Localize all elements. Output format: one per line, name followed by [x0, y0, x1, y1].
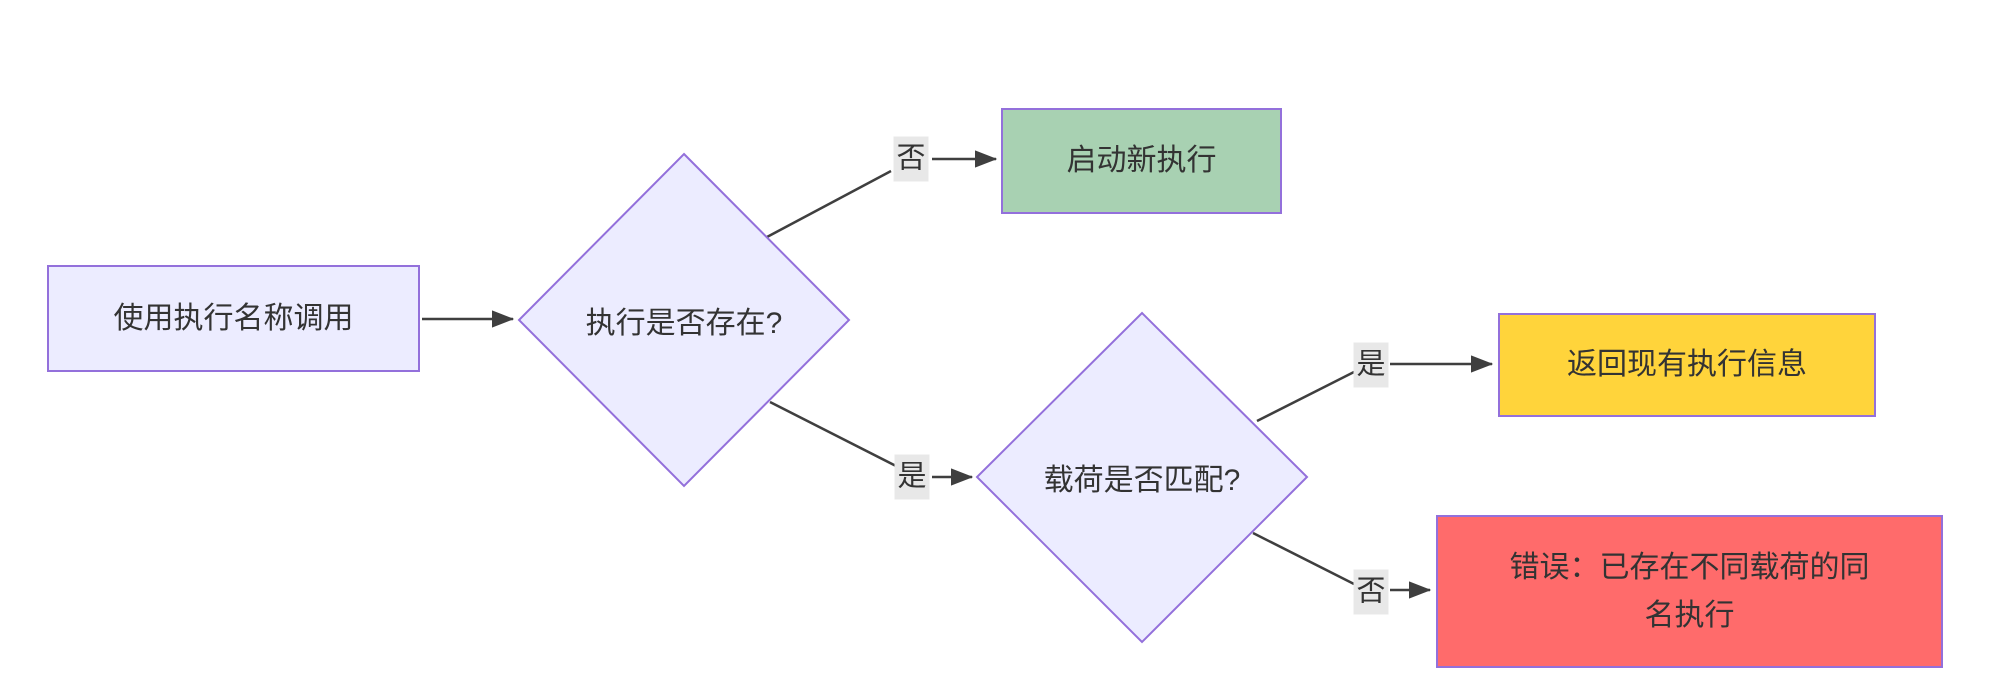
node-start-new-execution: 启动新执行 — [1001, 108, 1282, 214]
edge-label-no-2: 否 — [1353, 569, 1389, 615]
node-error-conflict-label-line1: 错误：已存在不同载荷的同 — [1509, 550, 1870, 584]
node-return-existing: 返回现有执行信息 — [1498, 313, 1876, 417]
edge-exists-no-diagonal — [766, 169, 892, 239]
edge-label-yes-1: 是 — [894, 454, 930, 500]
node-start-label: 使用执行名称调用 — [113, 301, 354, 335]
node-return-existing-label: 返回现有执行信息 — [1567, 348, 1807, 381]
edge-payload-yes-diagonal — [1256, 370, 1355, 423]
edge-label-no-1: 否 — [893, 136, 929, 182]
node-start-new-execution-label: 启动新执行 — [1066, 144, 1217, 177]
node-error-conflict: 错误：已存在不同载荷的同 名执行 — [1436, 515, 1943, 668]
edge-payload-no-diagonal — [1252, 531, 1355, 586]
node-error-conflict-label-line2: 名执行 — [1644, 598, 1735, 632]
edge-label-yes-2: 是 — [1353, 342, 1389, 388]
decision-exists-shape — [517, 152, 851, 488]
decision-payload-shape — [975, 311, 1309, 644]
node-start: 使用执行名称调用 — [47, 265, 420, 372]
edge-exists-yes-diagonal — [769, 400, 897, 468]
